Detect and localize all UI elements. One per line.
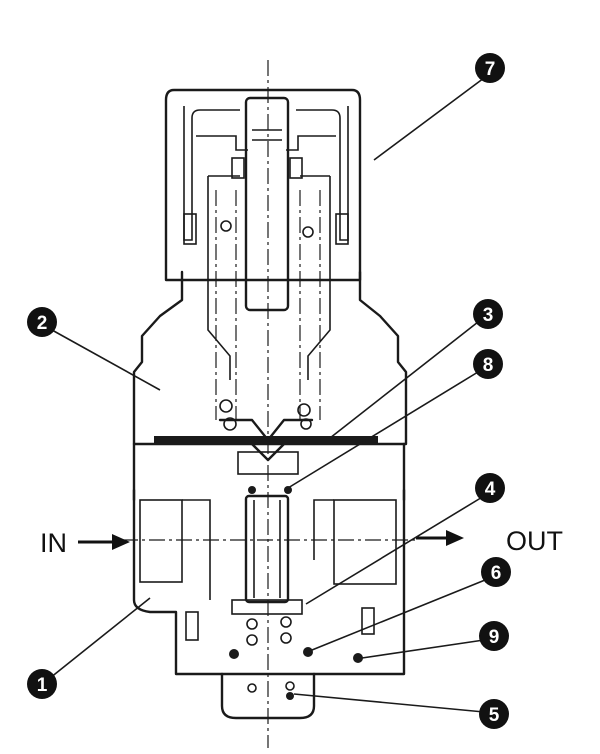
callout-1: 1: [27, 669, 57, 699]
svg-text:9: 9: [489, 627, 500, 648]
leader-7: [373, 77, 485, 161]
adjusting-stem: [244, 96, 290, 312]
svg-text:8: 8: [483, 355, 494, 376]
callout-5: 5: [479, 699, 509, 729]
svg-text:1: 1: [37, 675, 48, 696]
leader-4: [305, 495, 485, 605]
outlet-arrow: [416, 530, 464, 546]
callout-9: 9: [479, 621, 509, 651]
inlet-arrow: [78, 534, 130, 550]
bonnet-housing: [132, 157, 408, 446]
leader-8: [287, 371, 479, 489]
svg-text:7: 7: [485, 59, 496, 80]
callout-2: 2: [27, 307, 57, 337]
leader-1: [49, 597, 151, 679]
inlet-port: [139, 499, 183, 583]
callout-3: 3: [473, 299, 503, 329]
inlet-label: IN: [40, 528, 67, 558]
svg-text:4: 4: [485, 479, 496, 500]
leader-3: [329, 321, 479, 439]
diaphragm: [154, 436, 378, 444]
leader-5: [293, 693, 485, 713]
leader-2: [51, 329, 161, 391]
leader-9: [361, 639, 485, 659]
svg-text:2: 2: [37, 313, 48, 334]
regulator-body: [132, 442, 406, 676]
outlet-label: OUT: [506, 526, 563, 556]
adjusting-knob: [164, 88, 362, 282]
svg-text:3: 3: [483, 305, 494, 326]
callout-4: 4: [475, 473, 505, 503]
range-spring: [215, 190, 321, 431]
callout-7: 7: [475, 53, 505, 83]
svg-text:6: 6: [491, 563, 502, 584]
diaphragm-assembly: [154, 418, 378, 494]
leader-6: [311, 577, 491, 651]
callout-8: 8: [473, 349, 503, 379]
bottom-cap: [220, 672, 316, 720]
outlet-port: [333, 499, 397, 585]
callout-6: 6: [481, 557, 511, 587]
svg-text:5: 5: [489, 705, 500, 726]
valve-spring: [229, 616, 363, 663]
valve-stem: [231, 494, 303, 615]
